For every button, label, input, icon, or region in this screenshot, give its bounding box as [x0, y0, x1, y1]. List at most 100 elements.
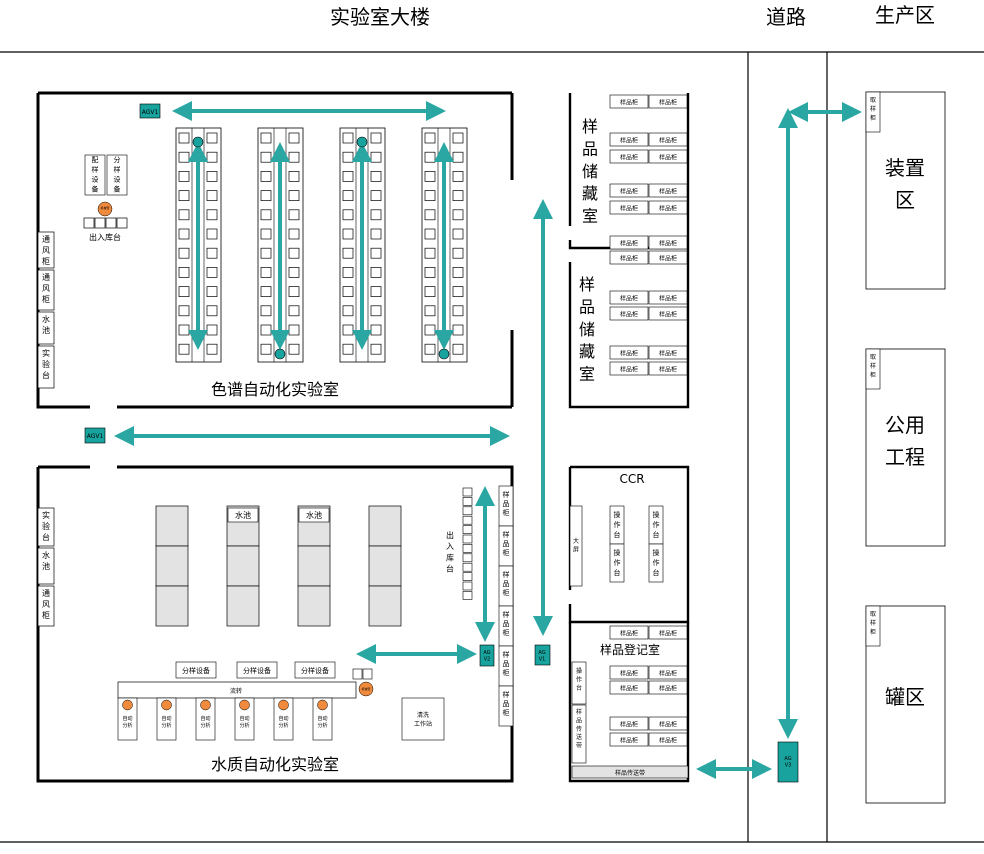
inout-slot: [462, 581, 473, 591]
sample-cabinet-label: 样品柜: [659, 685, 677, 693]
water-robot-label: 机械臂: [361, 686, 370, 691]
sample-slot: [424, 228, 436, 240]
sample-cabinet-label: 样品柜: [659, 99, 677, 107]
sample-cabinet: [648, 200, 688, 215]
sample-cabinet: [609, 235, 649, 250]
instrument-cell: [155, 545, 189, 587]
chrom-inout-label: 出入库台: [89, 232, 121, 242]
sample-cabinet-label: 样品柜: [503, 490, 510, 517]
sample-slot: [424, 286, 436, 297]
sample-slot: [342, 324, 354, 336]
sample-slot: [342, 247, 354, 259]
sample-cabinet-label: 样品柜: [659, 737, 677, 745]
production-area-header: 生产区: [875, 3, 935, 27]
water-lab: 水质自动化实验室 水池水池 实验台水池通风柜 出入库台 样品柜样品柜样品柜样品柜…: [36, 465, 514, 783]
big-screen-label: 大屏: [573, 537, 579, 553]
sample-cabinet-label: 样品柜: [620, 240, 638, 248]
operation-console: [609, 543, 625, 583]
sample-slot: [370, 343, 382, 355]
sample-cabinet-label: 样品柜: [659, 630, 677, 638]
sample-slot: [288, 228, 300, 240]
chrom-lab-walls: [36, 91, 514, 409]
agv1-corridor[interactable]: [84, 427, 106, 444]
registry-title: 样品登记室: [600, 642, 660, 657]
sample-cabinet-label: 样品柜: [659, 154, 677, 162]
sampling-cabinet: [865, 348, 881, 390]
sample-cabinet-label: 样品柜: [659, 311, 677, 319]
analyzer-robot-icon: [161, 699, 172, 711]
sample-rack: [339, 127, 386, 363]
sample-cabinet: [609, 625, 649, 640]
operation-console-label: 操作台: [614, 548, 621, 577]
instrument-cell: [368, 545, 402, 587]
instrument-cell: [297, 585, 331, 627]
auto-analyzer: [312, 697, 333, 741]
rack-robot-icon: [438, 348, 450, 360]
storage-cabinets: 样品柜样品柜样品柜样品柜样品柜样品柜样品柜样品柜样品柜样品柜样品柜样品柜样品柜样…: [609, 94, 688, 376]
sample-slot: [260, 267, 272, 278]
sample-cabinet-label: 样品柜: [620, 630, 638, 638]
agv2[interactable]: [479, 644, 495, 667]
inout-station-water: [462, 487, 473, 600]
sample-slot: [288, 267, 300, 278]
inout-slot: [462, 497, 473, 506]
sample-slot: [370, 324, 382, 336]
inout-slot: [462, 572, 473, 581]
sample-cabinet-label: 样品柜: [659, 295, 677, 303]
sample-slot: [206, 132, 218, 144]
sampling-cabinet-label: 取样柜: [870, 354, 876, 379]
transfer-slot: [352, 668, 363, 680]
agv3[interactable]: [777, 741, 799, 783]
sample-cabinet: [609, 345, 649, 360]
sample-slot: [178, 343, 190, 355]
sample-cabinet: [648, 345, 688, 360]
sample-cabinet-label: 样品柜: [503, 570, 510, 597]
storage-room1-label: 样品储藏室: [582, 117, 598, 226]
sample-rack: [421, 127, 468, 363]
sample-cabinet: [648, 183, 688, 198]
sample-slot: [206, 209, 218, 221]
auto-analyzer: [234, 697, 255, 741]
agv1-chrom[interactable]: [139, 103, 161, 119]
sample-slot: [424, 132, 436, 144]
agv1-corridor-label: AGV1: [87, 433, 104, 440]
inout-slot: [462, 515, 473, 525]
sample-cabinet-label: 样品柜: [620, 99, 638, 107]
sample-cabinet: [648, 361, 688, 376]
sample-cabinet-label: 样品柜: [503, 530, 510, 557]
split-device-label: 分样设备: [182, 666, 210, 675]
lab-instrument: [368, 505, 402, 627]
rack-robot-icon: [274, 348, 286, 360]
sample-cabinet: [609, 132, 649, 147]
sample-slot: [260, 305, 272, 317]
sample-rack: [257, 127, 304, 363]
inout-slot: [462, 544, 473, 553]
split-device-label: 分样设备: [114, 155, 121, 193]
inout-slot: [83, 217, 95, 229]
sample-cabinet: [609, 732, 649, 747]
analyzer-robot-icon: [317, 699, 328, 711]
inout-slot: [94, 217, 106, 229]
sample-slot: [342, 305, 354, 317]
sample-cabinet: [648, 625, 688, 640]
sample-slot: [260, 209, 272, 221]
sample-slot: [260, 151, 272, 163]
sample-slot: [178, 267, 190, 278]
sample-slot: [370, 132, 382, 144]
sample-slot: [370, 305, 382, 317]
sample-cabinet: [498, 685, 514, 727]
wall-unit: [37, 547, 55, 585]
dispense-device-label: 配样设备: [92, 156, 99, 193]
registry-conveyor-vertical: [571, 704, 587, 764]
sample-slot: [424, 171, 436, 182]
agv1-road[interactable]: [534, 644, 551, 666]
sample-slot: [206, 267, 218, 278]
sample-slot: [260, 286, 272, 297]
ccr-walls: [568, 465, 690, 624]
dispense-device: 配样设备: [84, 154, 106, 196]
sample-slot: [452, 228, 464, 240]
sample-cabinet-label: 样品柜: [659, 205, 677, 213]
robot-arm-icon: [358, 681, 374, 697]
